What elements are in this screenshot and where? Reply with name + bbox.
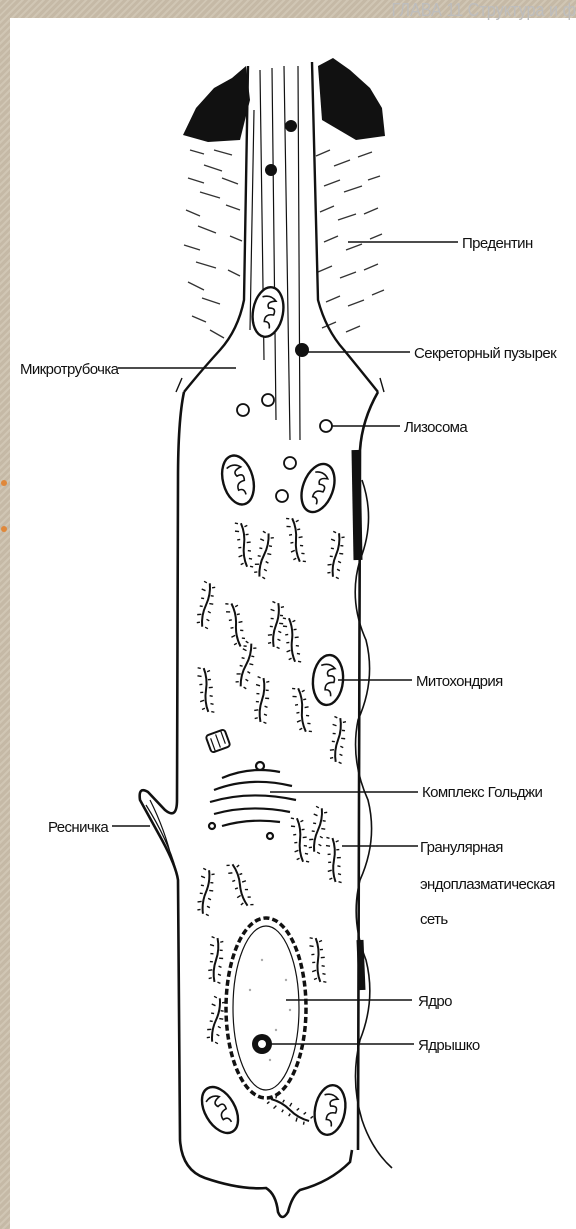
leader-lines bbox=[112, 242, 458, 1044]
label-lysosome: Лизосома bbox=[404, 419, 468, 436]
label-cilium: Ресничка bbox=[48, 819, 109, 836]
label-microtubule: Микротрубочка bbox=[20, 361, 120, 378]
nucleus bbox=[226, 918, 306, 1098]
centriole bbox=[206, 729, 231, 753]
label-rer-line3: сеть bbox=[420, 911, 448, 928]
label-mitochondrion: Митохондрия bbox=[416, 673, 503, 690]
label-rer-line2: эндоплазматическая bbox=[420, 876, 555, 893]
label-secretory-vesicle: Секреторный пузырек bbox=[414, 345, 557, 362]
label-predentin: Предентин bbox=[462, 235, 533, 252]
label-nucleolus: Ядрышко bbox=[418, 1037, 480, 1054]
golgi-complex bbox=[209, 762, 296, 839]
label-nucleus: Ядро bbox=[418, 993, 452, 1010]
label-rer-line1: Гранулярная bbox=[420, 839, 503, 856]
label-golgi: Комплекс Гольджи bbox=[422, 784, 542, 801]
